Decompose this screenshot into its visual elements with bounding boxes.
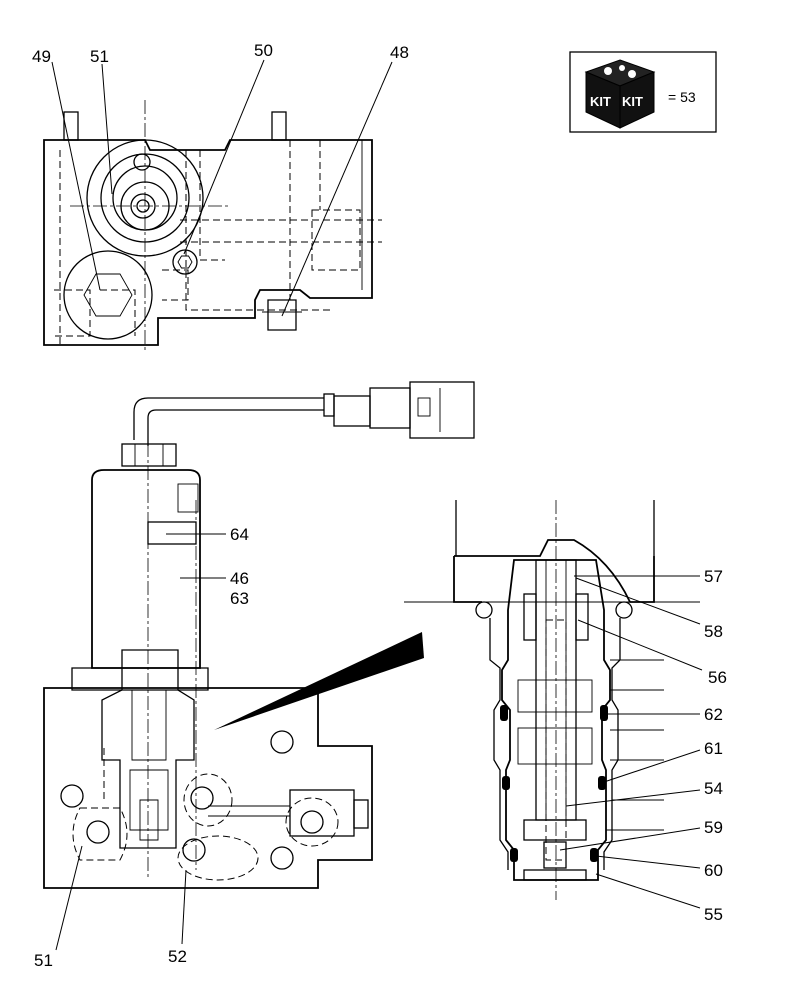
callout-50: 50: [254, 41, 273, 60]
callout-60: 60: [704, 861, 723, 880]
callout-59: 59: [704, 818, 723, 837]
kit-badge-left: KIT: [590, 94, 611, 109]
callout-61: 61: [704, 739, 723, 758]
callout-48: 48: [390, 43, 409, 62]
side-view-callouts: 64 46 63 51 52: [34, 525, 249, 970]
callout-56: 56: [708, 668, 727, 687]
section-callouts: 57 58 56 62 61 54 59 60 55: [559, 567, 727, 924]
callout-49: 49: [32, 47, 51, 66]
callout-64: 64: [230, 525, 249, 544]
detail-pointer: [214, 632, 424, 730]
top-view-valve-block: [43, 100, 382, 350]
callout-51-bottom: 51: [34, 951, 53, 970]
callout-52: 52: [168, 947, 187, 966]
callout-46: 46: [230, 569, 249, 588]
kit-cube-icon: KIT KIT: [584, 59, 656, 129]
callout-54: 54: [704, 779, 723, 798]
section-detail: [404, 500, 700, 900]
callout-58: 58: [704, 622, 723, 641]
top-view-callouts: 49 51 50 48: [32, 41, 409, 317]
callout-51-top: 51: [90, 47, 109, 66]
kit-badge-right: KIT: [622, 94, 643, 109]
kit-equals-label: = 53: [668, 89, 696, 105]
callout-57: 57: [704, 567, 723, 586]
callout-55: 55: [704, 905, 723, 924]
side-view-assembly: [43, 381, 475, 889]
callout-62: 62: [704, 705, 723, 724]
kit-legend: KIT KIT = 53: [569, 51, 717, 133]
callout-63: 63: [230, 589, 249, 608]
